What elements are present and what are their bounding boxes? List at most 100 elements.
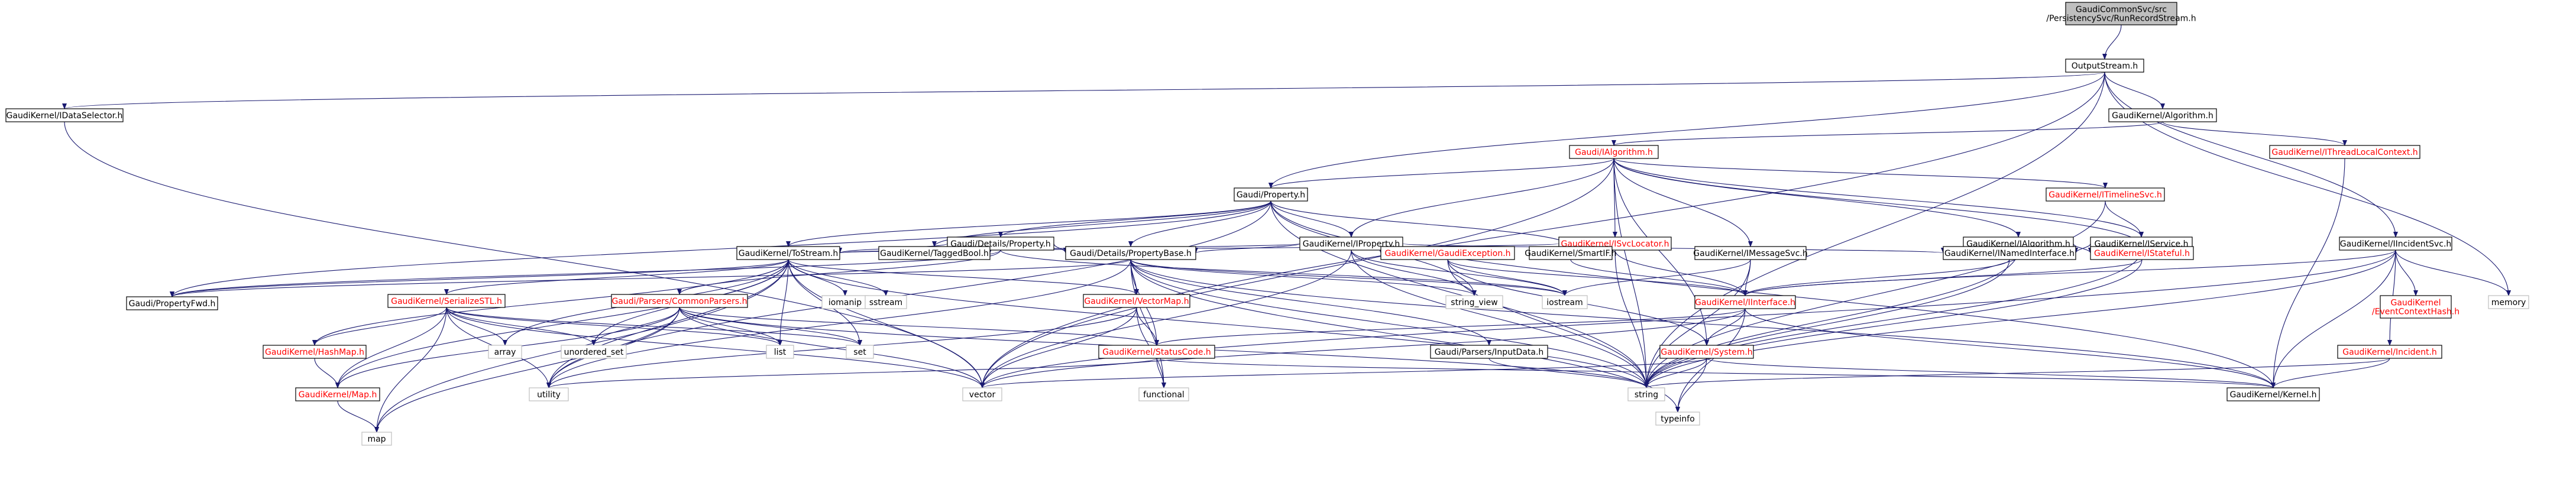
node-memory[interactable]: memory — [2488, 295, 2529, 309]
edge-hashmap-to-gkmap — [314, 358, 340, 388]
node-itlc[interactable]: GaudiKernel/IThreadLocalContext.h — [2269, 145, 2420, 159]
node-box-kernel — [2227, 387, 2320, 401]
node-array[interactable]: array — [488, 345, 522, 359]
node-root[interactable]: GaudiCommonSvc/src/PersistencySvc/RunRec… — [2046, 2, 2196, 25]
edge-system-to-string — [1644, 358, 1707, 388]
edge-vecmap-to-vector — [980, 307, 1137, 388]
edge-gexc-to-iinterface — [1447, 259, 1747, 296]
edge-inamed-to-string — [1644, 259, 2010, 388]
edge-iprop-to-string_view — [1351, 250, 1477, 296]
node-iprop[interactable]: GaudiKernel/IProperty.h — [1299, 236, 1403, 251]
node-label-gkmap: GaudiKernel/Map.h — [299, 390, 377, 400]
node-incident[interactable]: GaudiKernel/Incident.h — [2337, 345, 2442, 359]
edge-serstl-to-set — [446, 307, 862, 346]
node-gka[interactable]: GaudiKernel/Algorithm.h — [2108, 108, 2217, 122]
node-utility[interactable]: utility — [529, 387, 569, 401]
node-iostream[interactable]: iostream — [1542, 295, 1588, 309]
edge-tostream-to-propfwd — [170, 259, 789, 297]
node-box-vector — [962, 387, 1002, 401]
node-serstl[interactable]: GaudiKernel/SerializeSTL.h — [387, 294, 506, 308]
edge-iprop-to-iostream — [1351, 250, 1567, 296]
node-list[interactable]: list — [766, 345, 794, 359]
node-label-system: GaudiKernel/System.h — [1661, 348, 1752, 357]
node-unordered_set[interactable]: unordered_set — [561, 345, 627, 359]
node-gexc[interactable]: GaudiKernel/GaudiException.h — [1380, 246, 1515, 260]
node-label-kernel: GaudiKernel/Kernel.h — [2229, 390, 2316, 400]
node-label-os: OutputStream.h — [2072, 61, 2138, 71]
node-string_view[interactable]: string_view — [1445, 295, 1503, 309]
edge-gia-to-string — [1613, 158, 1649, 388]
node-label-root: GaudiCommonSvc/src — [2076, 5, 2167, 15]
node-vector[interactable]: vector — [962, 387, 1002, 401]
edge-itimeline-to-string — [1644, 200, 2106, 388]
node-label-iincsvc: GaudiKernel/IIncidentSvc.h — [2340, 239, 2452, 249]
node-vecmap[interactable]: GaudiKernel/VectorMap.h — [1083, 294, 1190, 308]
node-inputdata[interactable]: Gaudi/Parsers/InputData.h — [1430, 345, 1548, 359]
edge-cparsers-to-unordered_set — [591, 307, 680, 346]
edge-statuscode-to-kernel — [1156, 358, 2276, 388]
node-evctx[interactable]: GaudiKernel/EventContextHash.h — [2372, 295, 2460, 319]
node-hashmap[interactable]: GaudiKernel/HashMap.h — [263, 345, 367, 359]
node-box-functional — [1138, 387, 1189, 401]
node-box-utility — [529, 387, 569, 401]
edge-imsg-to-string — [1644, 259, 1751, 388]
node-box-string_view — [1445, 295, 1503, 309]
edge-itlc-to-kernel — [2271, 158, 2345, 388]
node-gkmap[interactable]: GaudiKernel/Map.h — [295, 387, 380, 401]
node-iomanip[interactable]: iomanip — [821, 295, 869, 309]
node-label-taggedbool: GaudiKernel/TaggedBool.h — [880, 249, 989, 258]
node-gp[interactable]: Gaudi/Property.h — [1234, 187, 1308, 202]
edge-serstl-to-gkmap — [335, 307, 447, 388]
edge-incident-to-string — [1644, 358, 2390, 388]
node-taggedbool[interactable]: GaudiKernel/TaggedBool.h — [878, 246, 991, 260]
edge-gia-to-itimeline — [1613, 158, 2108, 189]
node-system[interactable]: GaudiKernel/System.h — [1659, 345, 1754, 359]
edge-ialg-to-string — [1644, 250, 2019, 388]
node-box-inputdata — [1430, 345, 1548, 359]
edge-ids-to-vector — [64, 121, 985, 388]
node-propfwd[interactable]: Gaudi/PropertyFwd.h — [126, 296, 218, 310]
node-box-gexc — [1380, 246, 1515, 260]
edge-iprop-to-string — [1351, 250, 1649, 388]
node-box-gka — [2108, 108, 2217, 122]
node-map[interactable]: map — [361, 432, 392, 446]
node-string[interactable]: string — [1627, 387, 1665, 401]
node-statuscode[interactable]: GaudiKernel/StatusCode.h — [1098, 345, 1215, 359]
node-iinterface[interactable]: GaudiKernel/IInterface.h — [1694, 295, 1796, 309]
edge-gia-to-istateful — [1613, 158, 2144, 247]
edge-serstl-to-array — [446, 307, 507, 346]
node-os[interactable]: OutputStream.h — [2065, 59, 2144, 73]
node-typeinfo[interactable]: typeinfo — [1655, 411, 1700, 426]
edge-tostream-to-hashmap — [312, 259, 789, 346]
edge-isvcloc-to-iinterface — [1614, 250, 1747, 296]
node-gia[interactable]: Gaudi/IAlgorithm.h — [1569, 145, 1659, 159]
node-iincsvc[interactable]: GaudiKernel/IIncidentSvc.h — [2339, 236, 2452, 251]
node-box-smartif — [1529, 246, 1613, 260]
node-cparsers[interactable]: Gaudi/Parsers/CommonParsers.h — [611, 294, 748, 308]
edge-gia-to-vector — [980, 158, 1614, 388]
node-set[interactable]: set — [846, 345, 874, 359]
node-ids[interactable]: GaudiKernel/IDataSelector.h — [5, 108, 124, 122]
edge-iincsvc-to-memory — [2395, 250, 2511, 296]
node-smartif[interactable]: GaudiKernel/SmartIF.h — [1525, 246, 1617, 260]
node-box-statuscode — [1098, 345, 1215, 359]
node-box-list — [766, 345, 794, 359]
node-label-serstl: GaudiKernel/SerializeSTL.h — [391, 297, 502, 306]
node-inamed[interactable]: GaudiKernel/INamedInterface.h — [1943, 246, 2076, 260]
edge-root-to-os — [2102, 24, 2122, 60]
edge-iinterface-to-statuscode — [1154, 308, 1746, 346]
node-tostream[interactable]: GaudiKernel/ToStream.h — [736, 246, 840, 260]
node-label-propfwd: Gaudi/PropertyFwd.h — [129, 299, 216, 309]
node-box-evctx — [2380, 295, 2452, 319]
node-gdpb[interactable]: Gaudi/Details/PropertyBase.h — [1065, 246, 1196, 260]
node-sstream[interactable]: sstream — [865, 295, 907, 309]
node-istateful[interactable]: GaudiKernel/IStateful.h — [2090, 246, 2194, 260]
node-itimeline[interactable]: GaudiKernel/ITimelineSvc.h — [2046, 187, 2165, 202]
edge-iincsvc-to-evctx — [2395, 250, 2418, 296]
node-imsg[interactable]: GaudiKernel/IMessageSvc.h — [1693, 246, 1808, 260]
node-functional[interactable]: functional — [1138, 387, 1189, 401]
node-box-sstream — [865, 295, 907, 309]
node-kernel[interactable]: GaudiKernel/Kernel.h — [2227, 387, 2320, 401]
node-box-iinterface — [1694, 295, 1796, 309]
edge-cparsers-to-set — [679, 307, 862, 346]
